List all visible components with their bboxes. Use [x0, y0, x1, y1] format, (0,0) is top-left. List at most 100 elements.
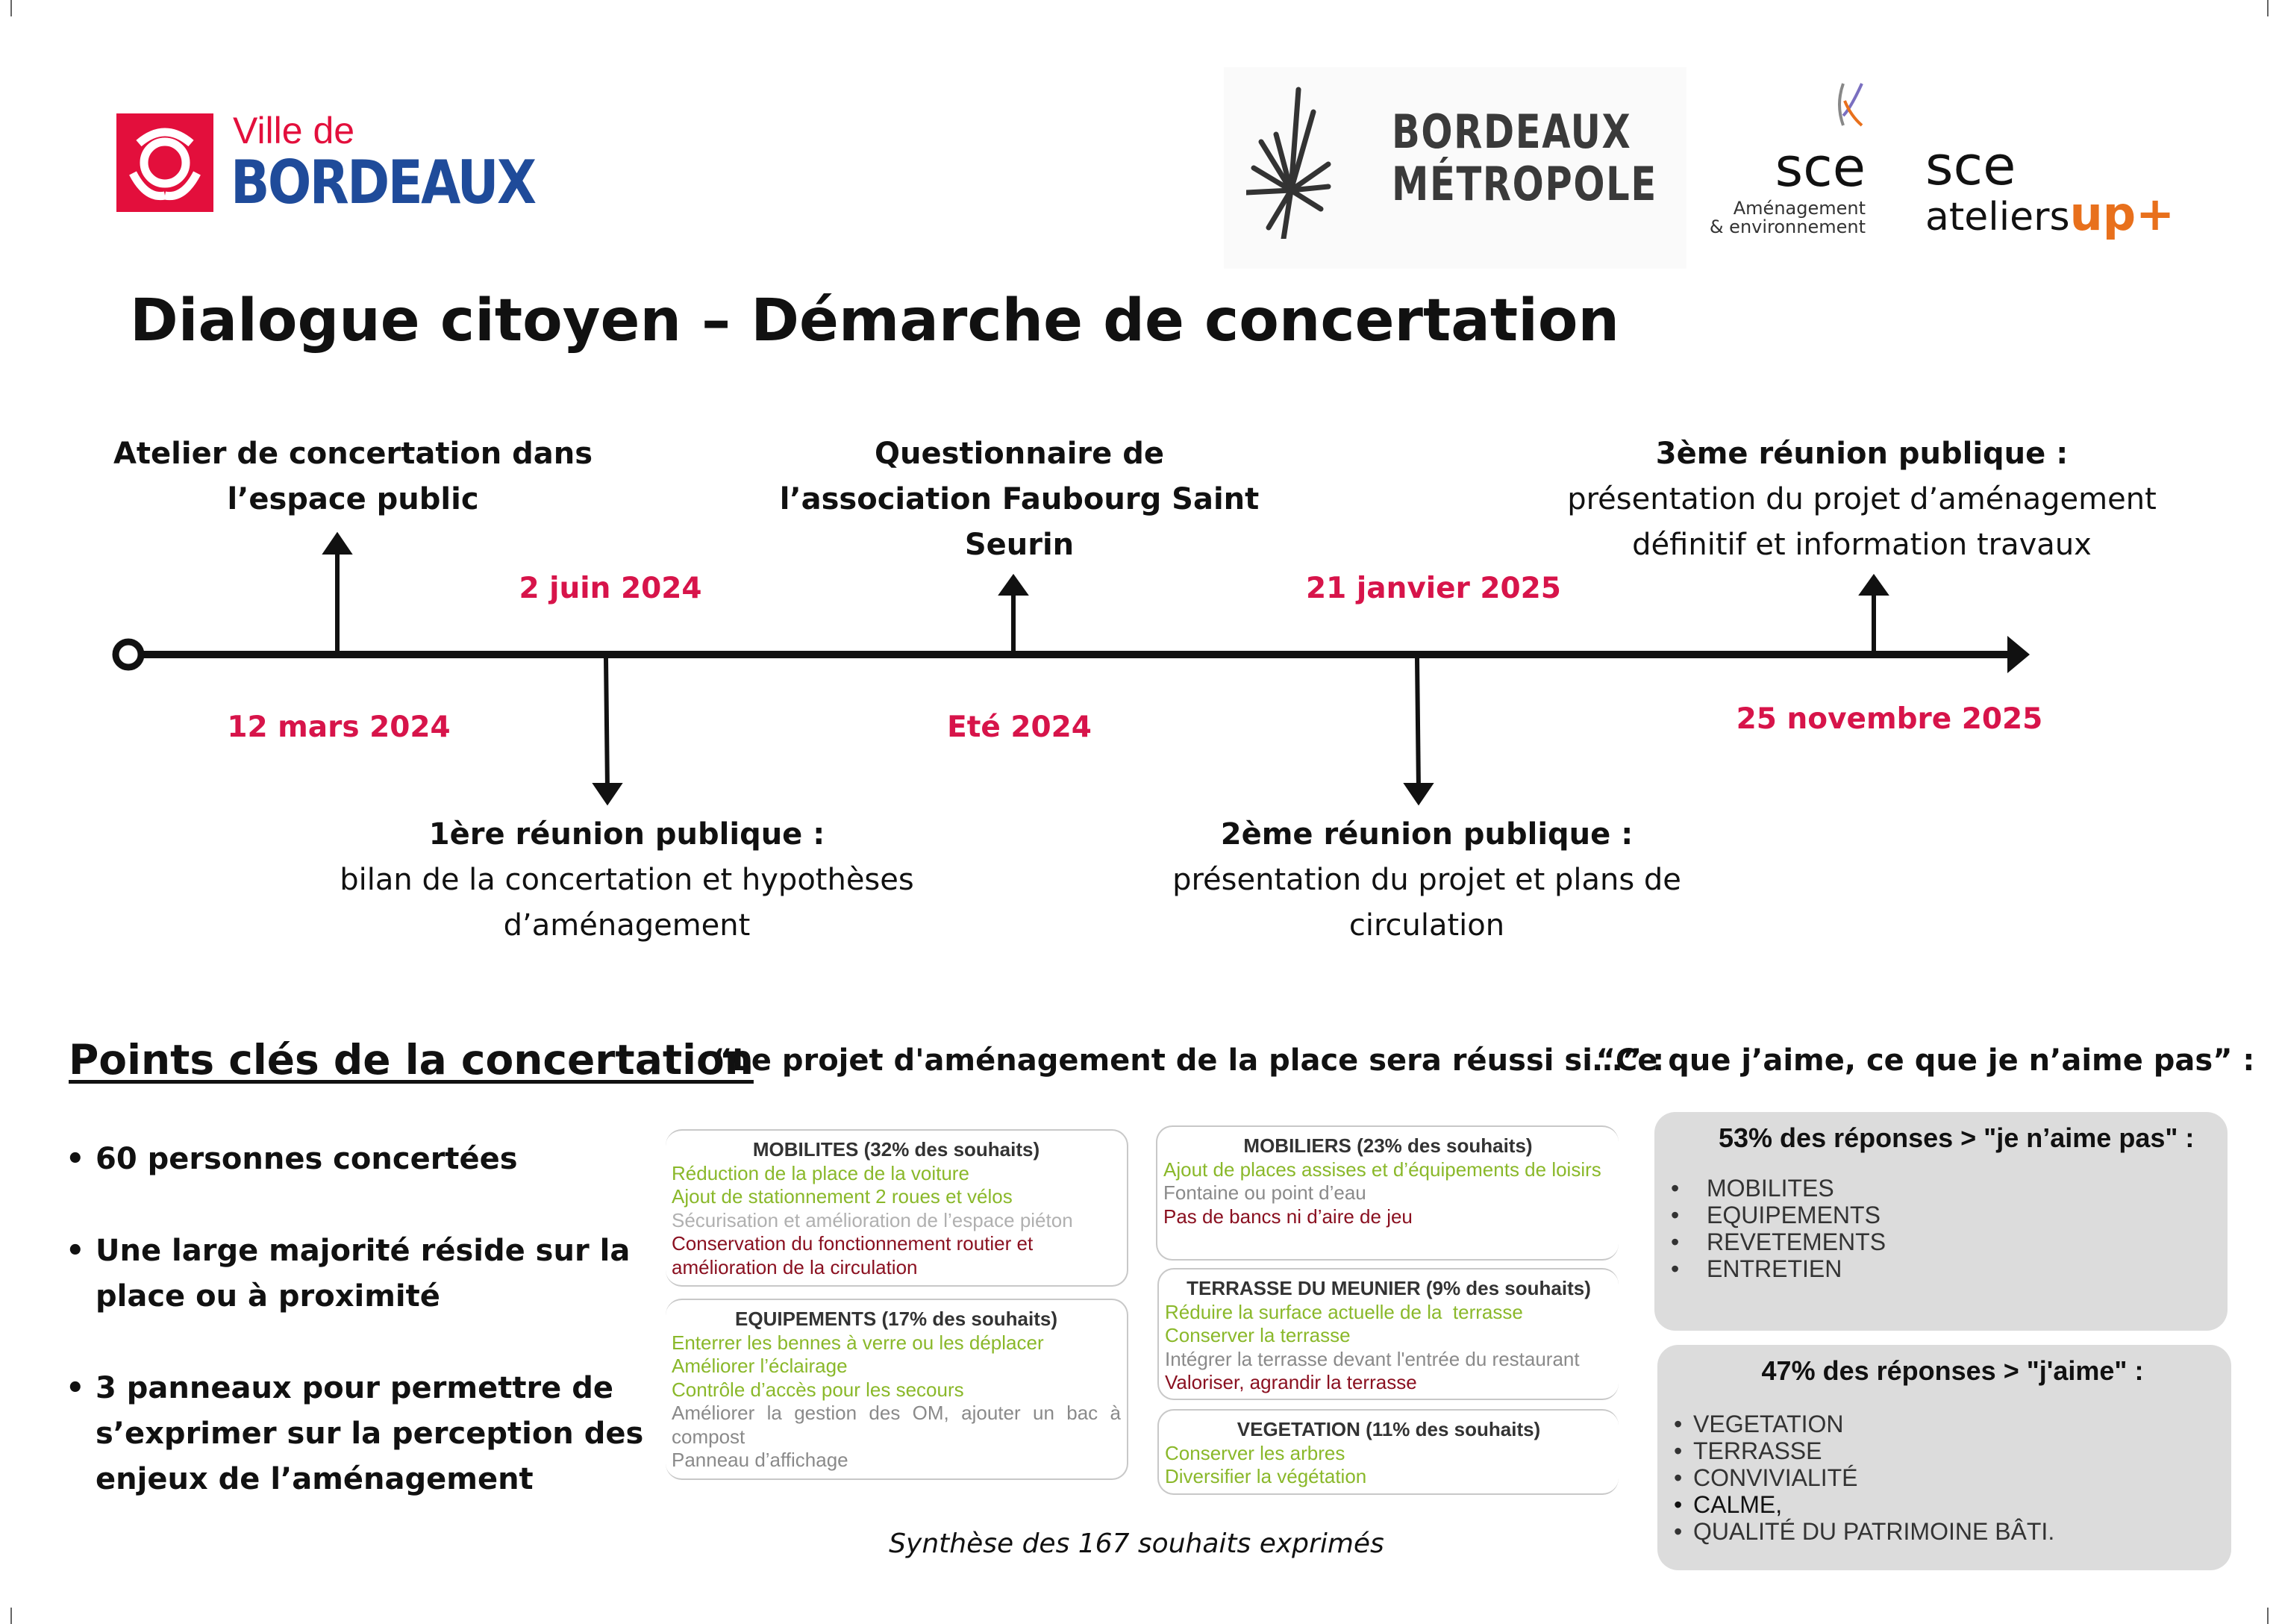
wish-item: Contrôle d’accès pour les secours — [672, 1378, 964, 1401]
point-text: enjeux de l’aménagement — [96, 1462, 534, 1496]
like-box: 47% des réponses > "j'aime" : VEGETATION… — [1657, 1345, 2231, 1570]
crop-mark — [2267, 0, 2269, 16]
arrowhead-down-2 — [1403, 783, 1434, 806]
arrowhead-up-3 — [1858, 573, 1889, 596]
wish-item: Fontaine ou point d’eau — [1163, 1181, 1366, 1204]
dislike-item: EQUIPEMENTS — [1671, 1202, 2228, 1228]
sce-text: sce — [1925, 134, 2016, 197]
logo-ville-de: Ville de — [233, 110, 355, 152]
starburst-icon — [1246, 87, 1331, 239]
crop-mark — [2267, 1608, 2269, 1624]
event-desc: circulation — [1348, 908, 1505, 943]
wish-item: Pas de bancs ni d’aire de jeu — [1163, 1205, 1413, 1228]
event-desc: définitif et information travaux — [1632, 528, 2092, 562]
event-1ere-reunion: 1ère réunion publique : bilan de la conc… — [291, 812, 963, 949]
sce-logo: sce Aménagement & environnement — [1701, 82, 1866, 246]
dislike-item: ENTRETIEN — [1671, 1255, 2228, 1282]
logo-metropole-line2: MÉTROPOLE — [1392, 157, 1657, 211]
wish-item: Sécurisation et amélioration de l’espace… — [672, 1208, 1073, 1231]
wish-item: Ajout de stationnement 2 roues et vélos — [672, 1185, 1013, 1208]
point-item: Une large majorité réside sur la place ou… — [66, 1228, 631, 1320]
sce-subtitle: & environnement — [1709, 216, 1866, 237]
sce-text: sce — [1775, 136, 1866, 199]
date-2-juin-2024: 2 juin 2024 — [519, 572, 702, 605]
arrowhead-up-1 — [322, 531, 353, 555]
wish-item: Réduire la surface actuelle de la terras… — [1165, 1300, 1523, 1323]
event-desc: présentation du projet d’aménagement — [1567, 482, 2157, 516]
dislike-item: MOBILITES — [1671, 1175, 2228, 1202]
wishes-heading: “Le projet d'aménagement de la place ser… — [713, 1043, 1665, 1078]
wish-item: Intégrer la terrasse devant l'entrée du … — [1165, 1347, 1580, 1370]
event-title: l’association Faubourg Saint — [779, 482, 1260, 516]
like-item: CONVIVIALITÉ — [1674, 1464, 2231, 1491]
arrow-down-2 — [1415, 658, 1421, 790]
wish-box-title: MOBILIERS (23% des souhaits) — [1243, 1134, 1533, 1157]
dislike-title: 53% des réponses > "je n’aime pas" : — [1719, 1122, 2195, 1153]
wish-item: Conserver les arbres — [1165, 1441, 1345, 1464]
wish-item: Valoriser, agrandir la terrasse — [1165, 1371, 1417, 1393]
wish-item: Enterrer les bennes à verre ou les dépla… — [672, 1331, 1044, 1354]
wish-item: Panneau d’affichage — [672, 1449, 848, 1471]
event-atelier: Atelier de concertation dans l’espace pub… — [92, 431, 614, 522]
wish-box-terrasse: TERRASSE DU MEUNIER (9% des souhaits) Ré… — [1157, 1268, 1619, 1400]
arrowhead-down-1 — [592, 783, 623, 806]
event-desc: bilan de la concertation et hypothèses — [340, 863, 914, 897]
dislike-list: MOBILITES EQUIPEMENTS REVETEMENTS ENTRET… — [1671, 1175, 2228, 1282]
event-2eme-reunion: 2ème réunion publique : présentation du … — [1091, 812, 1763, 949]
event-title: Atelier de concertation dans — [113, 437, 593, 471]
crop-mark — [10, 0, 12, 16]
sce-mark-icon — [1838, 83, 1863, 127]
bordeaux-metropole-logo: BORDEAUX MÉTROPOLE — [1224, 67, 1686, 269]
dislike-box: 53% des réponses > "je n’aime pas" : MOB… — [1654, 1112, 2228, 1331]
wish-box-mobiliers: MOBILIERS (23% des souhaits) Ajout de pl… — [1156, 1125, 1619, 1261]
event-title: 3ème réunion publique : — [1655, 437, 2069, 471]
wish-item: Ajout de places assises et d’équipements… — [1163, 1158, 1601, 1181]
timeline — [112, 531, 2030, 806]
event-title: l’espace public — [227, 482, 479, 516]
point-text: place ou à proximité — [96, 1279, 440, 1314]
event-title: Seurin — [964, 528, 1075, 562]
wish-box-title: MOBILITES (32% des souhaits) — [752, 1138, 1040, 1161]
wish-item: Améliorer la gestion des OM, ajouter un … — [672, 1402, 1121, 1448]
date-ete-2024: Eté 2024 — [947, 710, 1092, 744]
wish-box-title: TERRASSE DU MEUNIER (9% des souhaits) — [1187, 1277, 1591, 1299]
wishes-caption: Synthèse des 167 souhaits exprimés — [889, 1528, 1384, 1559]
page-title: Dialogue citoyen – Démarche de concertat… — [130, 287, 1620, 355]
like-title: 47% des réponses > "j'aime" : — [1761, 1355, 2144, 1386]
wish-item: Conserver la terrasse — [1165, 1324, 1351, 1346]
ateliers-up-text: ateliersup+ — [1925, 187, 2175, 241]
event-desc: d’aménagement — [503, 908, 751, 943]
point-text: Une large majorité réside sur la — [96, 1234, 631, 1268]
like-list: VEGETATION TERRASSE CONVIVIALITÉ CALME, … — [1674, 1411, 2231, 1545]
date-25-novembre-2025: 25 novembre 2025 — [1736, 702, 2043, 736]
wish-item: Améliorer l’éclairage — [672, 1355, 848, 1377]
ville-de-bordeaux-logo: Ville de BORDEAUX — [116, 110, 542, 217]
date-12-mars-2024: 12 mars 2024 — [227, 710, 451, 744]
crop-mark — [10, 1608, 12, 1624]
wish-item: Diversifier la végétation — [1165, 1465, 1367, 1487]
points-cles-heading: Points clés de la concertation — [69, 1036, 754, 1084]
logo-metropole-line1: BORDEAUX — [1392, 104, 1632, 159]
date-21-janvier-2025: 21 janvier 2025 — [1306, 572, 1561, 605]
wish-box-title: VEGETATION (11% des souhaits) — [1237, 1418, 1541, 1440]
wish-box-equipements: EQUIPEMENTS (17% des souhaits) Enterrer … — [666, 1299, 1128, 1480]
wish-item: Conservation du fonctionnement routier e… — [672, 1232, 1034, 1278]
event-title: 2ème réunion publique : — [1220, 817, 1634, 852]
up-word: up+ — [2069, 187, 2175, 241]
arrowhead-up-2 — [998, 573, 1029, 596]
wish-box-mobilites: MOBILITES (32% des souhaits) Réduction d… — [666, 1129, 1128, 1287]
arrow-down-1 — [604, 658, 610, 790]
timeline-start-circle — [112, 638, 145, 671]
event-desc: présentation du projet et plans de — [1172, 863, 1681, 897]
like-item: TERRASSE — [1674, 1437, 2231, 1464]
wish-item: Réduction de la place de la voiture — [672, 1161, 969, 1184]
like-item: CALME, — [1674, 1491, 2231, 1518]
like-item: VEGETATION — [1674, 1411, 2231, 1437]
bordeaux-emblem-icon — [116, 113, 213, 212]
event-title: 1ère réunion publique : — [428, 817, 825, 852]
wish-box-title: EQUIPEMENTS (17% des souhaits) — [735, 1308, 1057, 1330]
point-item: 3 panneaux pour permettre des’exprimer s… — [66, 1366, 643, 1502]
logo-bordeaux: BORDEAUX — [231, 148, 537, 217]
dislike-item: REVETEMENTS — [1671, 1228, 2228, 1255]
